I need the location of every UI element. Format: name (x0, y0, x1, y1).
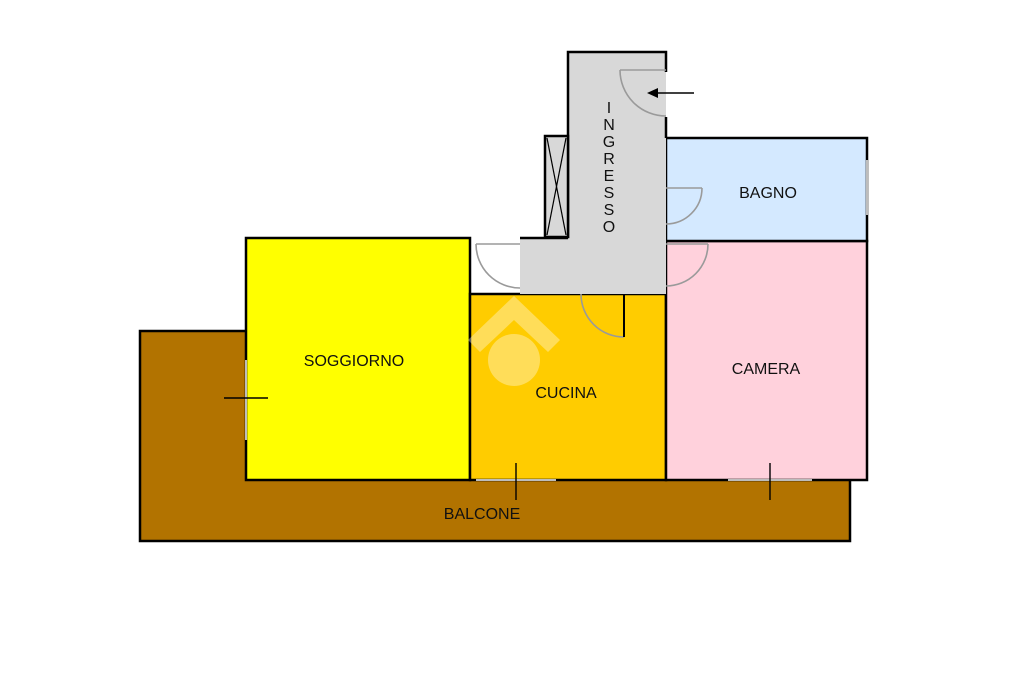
shaft-cabinet (543, 134, 570, 239)
label-ingresso-letter: S (604, 202, 615, 219)
house-logo-icon (468, 296, 560, 386)
label-camera: CAMERA (732, 361, 801, 378)
room-camera[interactable] (664, 239, 869, 482)
label-ingresso-letter: R (603, 151, 615, 168)
label-soggiorno: SOGGIORNO (304, 353, 404, 370)
door-cucina (580, 293, 625, 338)
label-ingresso-letter: S (604, 185, 615, 202)
label-ingresso-letter: G (603, 134, 615, 151)
room-ingresso[interactable] (520, 52, 666, 294)
door-camera (665, 243, 709, 287)
label-ingresso-letter: O (603, 219, 615, 236)
door-soggiorno (475, 243, 521, 289)
label-ingresso-letter: I (607, 100, 611, 117)
left-arrow-icon (647, 88, 694, 98)
label-cucina: CUCINA (535, 385, 597, 402)
label-ingresso-letter: E (604, 168, 615, 185)
door-bagno (665, 187, 703, 225)
room-soggiorno[interactable] (244, 236, 472, 482)
label-ingresso: I N G R E S S O (603, 100, 615, 236)
label-bagno: BAGNO (739, 185, 797, 202)
label-balcone: BALCONE (444, 506, 520, 523)
label-ingresso-letter: N (603, 117, 615, 134)
room-bagno[interactable] (664, 136, 869, 243)
door-entrance (619, 69, 667, 117)
